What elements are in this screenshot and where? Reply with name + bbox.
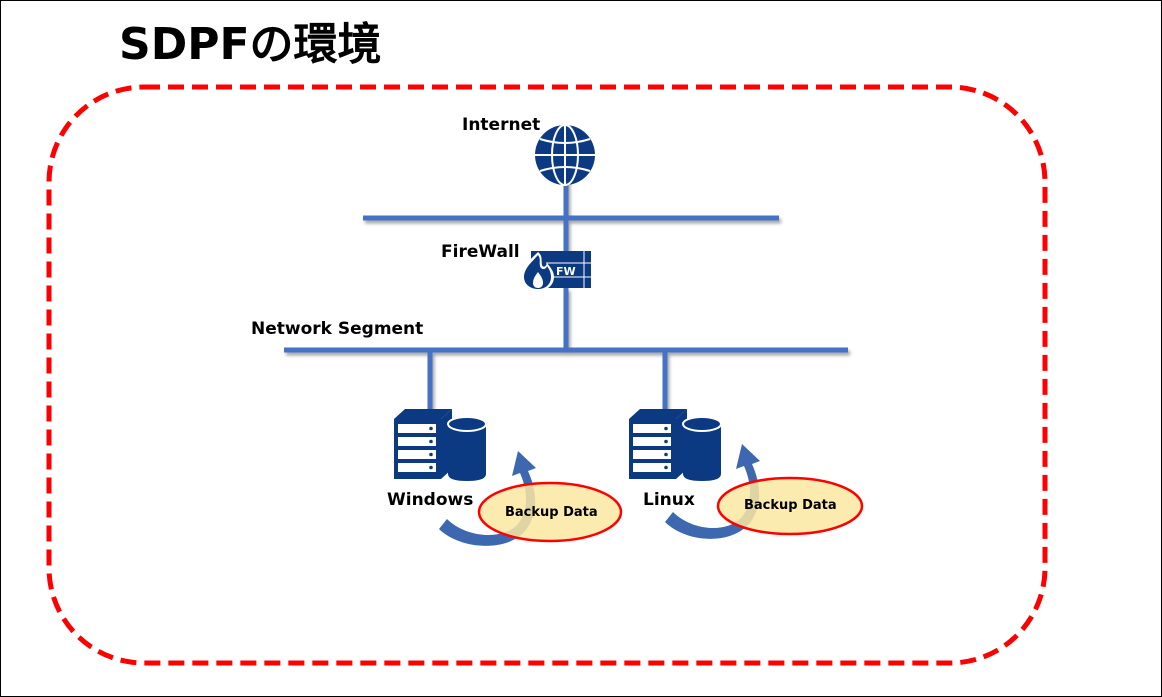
linux-database-icon	[682, 416, 722, 481]
windows-database-icon	[447, 416, 487, 481]
globe-icon	[535, 124, 595, 186]
internet-label: Internet	[462, 115, 541, 135]
windows-server-icon	[394, 409, 452, 479]
network-segment-label: Network Segment	[251, 319, 424, 339]
linux-server-icon	[629, 409, 687, 479]
windows-backup-arrow-icon	[439, 451, 536, 546]
linux-backup-bubble	[716, 476, 864, 536]
firewall-icon: FW	[521, 251, 591, 291]
linux-label: Linux	[643, 490, 695, 510]
firewall-badge: FW	[556, 265, 576, 278]
firewall-label: FireWall	[441, 242, 520, 262]
linux-backup-label: Backup Data	[744, 498, 837, 513]
windows-label: Windows	[387, 490, 474, 510]
windows-backup-bubble	[477, 481, 623, 543]
linux-backup-arrow-icon	[665, 444, 760, 539]
page-title: SDPFの環境	[119, 19, 382, 70]
windows-backup-label: Backup Data	[505, 505, 598, 520]
